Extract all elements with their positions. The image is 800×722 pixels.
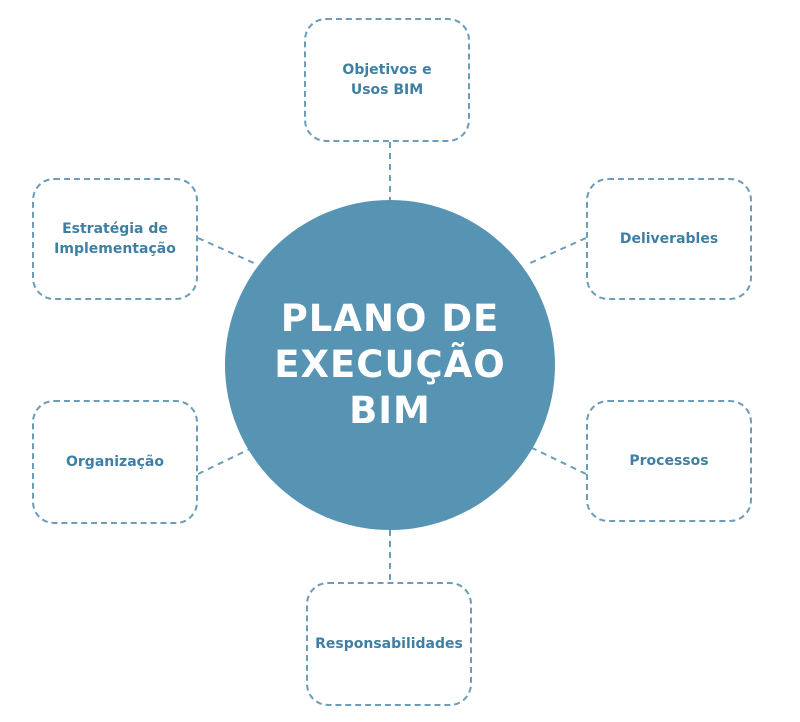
connector-upper-left [197, 237, 257, 265]
node-label: Processos [629, 453, 709, 469]
center-title-line-1: PLANO DE [280, 297, 500, 340]
node-responsabilidades: Responsabilidades [306, 582, 472, 706]
node-label: Responsabilidades [315, 636, 463, 652]
node-label: Deliverables [619, 231, 719, 247]
connector-lower-left [197, 445, 257, 475]
node-label: Implementação [54, 241, 176, 257]
center-title-line-3: BIM [349, 389, 431, 432]
center-circle: PLANO DE EXECUÇÃO BIM [225, 200, 555, 530]
node-label: Estratégia de [62, 221, 168, 237]
node-label: Organização [66, 454, 164, 470]
center-title-line-2: EXECUÇÃO [274, 343, 506, 386]
node-estrategia-implementacao: Estratégia de Implementação [32, 178, 198, 300]
connector-upper-right [527, 237, 587, 265]
node-label: Objetivos e [342, 62, 432, 78]
node-label: Usos BIM [350, 82, 424, 98]
connector-lower-right [527, 445, 587, 475]
node-objetivos-usos-bim: Objetivos e Usos BIM [304, 18, 470, 142]
node-deliverables: Deliverables [586, 178, 752, 300]
node-processos: Processos [586, 400, 752, 522]
node-organizacao: Organização [32, 400, 198, 524]
